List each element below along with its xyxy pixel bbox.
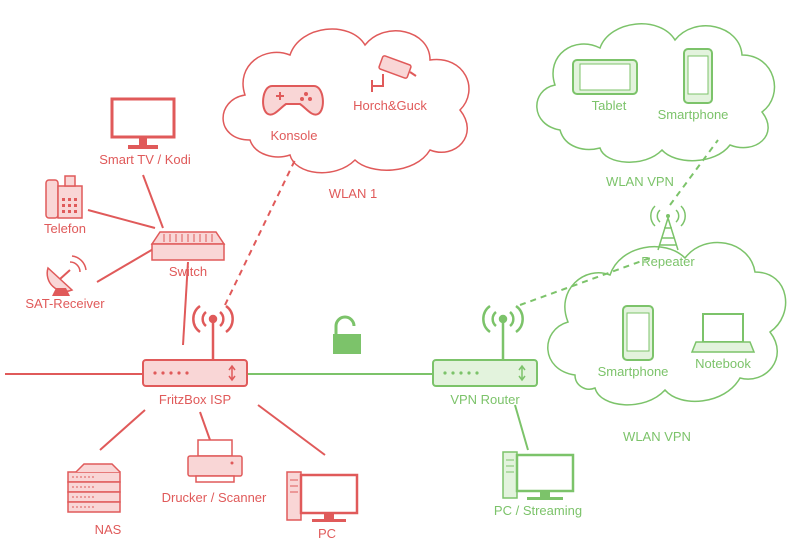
- cloud-wlan-vpn-top: [536, 23, 776, 163]
- repeater-tower-icon: [650, 205, 686, 251]
- nas-server-icon: [67, 463, 121, 513]
- label-telefon: Telefon: [44, 221, 86, 236]
- tv-icon: [110, 97, 176, 149]
- label-smartphone-bottom: Smartphone: [598, 364, 669, 379]
- wifi-antenna-icon: [192, 304, 234, 334]
- line-vpn-repeater-dashed: [519, 257, 651, 306]
- line-repeater-cloud-dashed: [669, 139, 719, 206]
- label-pc: PC: [318, 526, 336, 541]
- label-sat-receiver: SAT-Receiver: [25, 296, 105, 311]
- printer-scanner-icon: [187, 439, 243, 483]
- label-repeater: Repeater: [641, 254, 695, 269]
- label-nas: NAS: [95, 522, 122, 537]
- line-fritz-nas: [99, 409, 146, 451]
- label-tablet: Tablet: [592, 98, 627, 113]
- gamepad-icon: [262, 85, 324, 116]
- line-switch-fritz: [182, 261, 189, 346]
- label-horch-guck: Horch&Guck: [353, 98, 427, 113]
- satellite-dish-icon: [46, 255, 87, 296]
- connections: [5, 139, 719, 456]
- cloud-wlan1: [222, 28, 470, 174]
- fritzbox-router: [142, 304, 248, 387]
- line-fritz-drucker: [199, 411, 211, 441]
- label-fritzbox: FritzBox ISP: [159, 392, 231, 407]
- unlocked-padlock-icon: [333, 315, 361, 354]
- line-switch-telefon: [87, 209, 156, 229]
- label-smartphone-top: Smartphone: [658, 107, 729, 122]
- label-wlan-vpn-top: WLAN VPN: [606, 174, 674, 189]
- label-vpn-router: VPN Router: [450, 392, 520, 407]
- pc-icon: [286, 471, 359, 522]
- label-notebook: Notebook: [695, 356, 751, 371]
- switch-icon: [150, 231, 226, 261]
- label-switch: Switch: [169, 264, 207, 279]
- line-switch-sat: [96, 247, 156, 283]
- wifi-antenna-icon: [482, 304, 524, 334]
- label-wlan1: WLAN 1: [329, 186, 377, 201]
- pc-streaming-icon: [502, 451, 575, 500]
- smartphone-icon: [683, 48, 713, 104]
- line-wlan1-dashed: [224, 159, 296, 306]
- smartphone-icon: [622, 305, 654, 361]
- label-wlan-vpn-bottom: WLAN VPN: [623, 429, 691, 444]
- notebook-icon: [690, 313, 756, 353]
- vpn-router: [432, 304, 538, 387]
- line-vpn-pcstream: [514, 404, 529, 451]
- label-pc-streaming: PC / Streaming: [494, 503, 582, 518]
- cloud-wlan-vpn-bottom: [547, 241, 787, 406]
- line-fritz-pc: [257, 404, 326, 456]
- label-smart-tv: Smart TV / Kodi: [99, 152, 191, 167]
- label-konsole: Konsole: [271, 128, 318, 143]
- line-switch-tv: [142, 174, 164, 229]
- label-drucker: Drucker / Scanner: [162, 490, 267, 505]
- security-camera-icon: [371, 55, 417, 92]
- telephone-icon: [45, 175, 83, 219]
- tablet-icon: [572, 59, 638, 95]
